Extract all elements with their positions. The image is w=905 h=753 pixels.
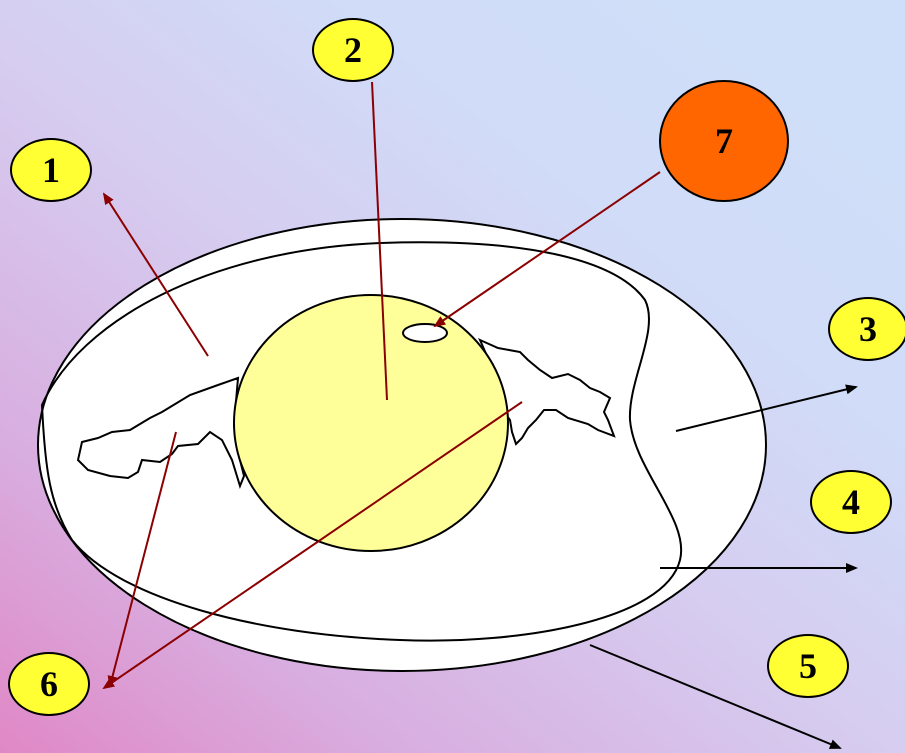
- label-text-4: 4: [842, 484, 860, 520]
- yolk: [234, 295, 508, 551]
- label-badge-3: 3: [828, 297, 905, 361]
- label-badge-7: 7: [659, 80, 789, 202]
- label-badge-5: 5: [767, 634, 849, 698]
- label-text-6: 6: [40, 666, 58, 702]
- label-text-3: 3: [859, 311, 877, 347]
- label-badge-4: 4: [810, 470, 892, 534]
- label-badge-6: 6: [8, 652, 90, 716]
- label-badge-2: 2: [312, 18, 394, 82]
- label-text-1: 1: [42, 152, 60, 188]
- label-text-7: 7: [715, 123, 733, 159]
- label-text-2: 2: [344, 32, 362, 68]
- label-badge-1: 1: [10, 138, 92, 202]
- label-text-5: 5: [799, 648, 817, 684]
- germinal-disc: [403, 324, 447, 342]
